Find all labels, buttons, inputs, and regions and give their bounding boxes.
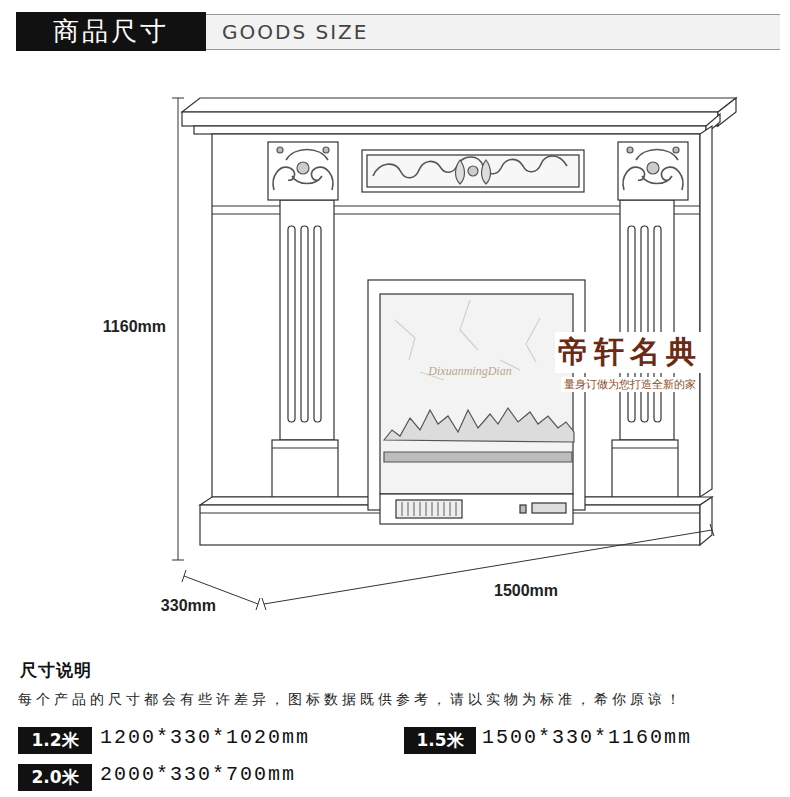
fireplace-mantel xyxy=(182,98,736,112)
fireplace-plinth xyxy=(700,497,712,545)
right-pillar xyxy=(623,150,683,191)
fireplace-surround xyxy=(212,126,712,497)
size-tag-text: 2.0米 xyxy=(31,766,78,789)
header-box-text: 商品尺寸 xyxy=(53,14,169,49)
firebox xyxy=(396,500,462,518)
dimension-line xyxy=(172,98,184,99)
dimension-line xyxy=(262,598,266,610)
dimension-line xyxy=(178,98,179,560)
size-tag: 1.2米 xyxy=(18,727,92,754)
right-pillar xyxy=(618,142,688,200)
fireplace-mantel xyxy=(182,112,718,126)
frieze-panel xyxy=(367,155,579,187)
right-pillar xyxy=(627,147,633,153)
size-value: 1500*330*1160mm xyxy=(482,726,692,749)
size-tag-text: 1.2米 xyxy=(31,729,78,752)
left-pillar xyxy=(272,447,338,448)
firebox xyxy=(380,294,573,494)
dimension-line xyxy=(172,98,714,610)
dimension-line xyxy=(182,570,186,582)
left-pillar xyxy=(273,150,333,191)
firebox xyxy=(368,280,585,510)
right-pillar xyxy=(673,147,679,153)
fireplace-mantel xyxy=(194,126,706,134)
dimension-label: 330mm xyxy=(161,597,216,615)
dimension-line xyxy=(264,530,712,604)
firebox xyxy=(384,408,574,442)
size-value: 1200*330*1020mm xyxy=(100,726,310,749)
right-pillar xyxy=(620,200,674,440)
size-tag: 2.0米 xyxy=(18,764,92,791)
firebox xyxy=(395,300,540,380)
brand-slogan: 量身订做为您打造全新的家 xyxy=(561,377,699,392)
size-tag: 1.5米 xyxy=(404,727,476,754)
frieze-panel xyxy=(362,150,584,192)
firebox xyxy=(368,280,585,524)
left-pillar xyxy=(301,226,308,422)
dimension-line xyxy=(710,524,714,536)
left-pillar xyxy=(297,162,309,174)
right-pillar xyxy=(654,226,661,422)
firebox xyxy=(520,505,526,513)
right-pillar xyxy=(612,447,678,448)
right-pillar xyxy=(628,226,635,422)
right-pillar xyxy=(641,226,648,422)
left-pillar xyxy=(314,226,321,422)
left-pillar xyxy=(288,226,295,422)
fireplace-surround xyxy=(212,134,700,497)
firebox xyxy=(380,494,573,524)
dimension-line xyxy=(256,598,260,610)
header-box: 商品尺寸 xyxy=(16,12,206,51)
header-band: GOODS SIZE xyxy=(206,14,780,50)
left-pillar xyxy=(323,147,329,153)
left-pillar xyxy=(280,200,334,440)
size-value: 2000*330*700mm xyxy=(100,763,296,786)
frieze-panel xyxy=(468,166,478,176)
firebox xyxy=(402,502,456,516)
frieze-panel xyxy=(362,150,584,192)
firebox xyxy=(384,452,572,462)
left-pillar xyxy=(268,142,338,497)
firebox xyxy=(532,503,566,513)
brand-watermark: 帝轩名典 xyxy=(555,332,705,373)
fireplace-surround xyxy=(700,126,712,497)
fireplace-mantel xyxy=(718,98,736,126)
left-pillar xyxy=(277,147,283,153)
dimension-label: 1500mm xyxy=(494,582,558,600)
size-tag-text: 1.5米 xyxy=(416,729,463,752)
right-pillar xyxy=(612,142,688,497)
fireplace-mantel xyxy=(182,98,736,134)
dimension-label: 1160mm xyxy=(103,318,166,336)
header-band-text: GOODS SIZE xyxy=(222,20,368,44)
brand-watermark: DixuanmingDian xyxy=(428,364,511,379)
note-text: 每个产品的尺寸都会有些许差异，图标数据既供参考，请以实物为标准，希你原谅！ xyxy=(18,691,684,709)
frieze-panel xyxy=(456,160,491,184)
frieze-panel xyxy=(373,156,567,178)
right-pillar xyxy=(612,440,678,497)
note-heading: 尺寸说明 xyxy=(20,659,92,682)
left-pillar xyxy=(268,142,338,200)
right-pillar xyxy=(647,162,659,174)
dimension-line xyxy=(172,560,184,561)
left-pillar xyxy=(272,440,338,497)
